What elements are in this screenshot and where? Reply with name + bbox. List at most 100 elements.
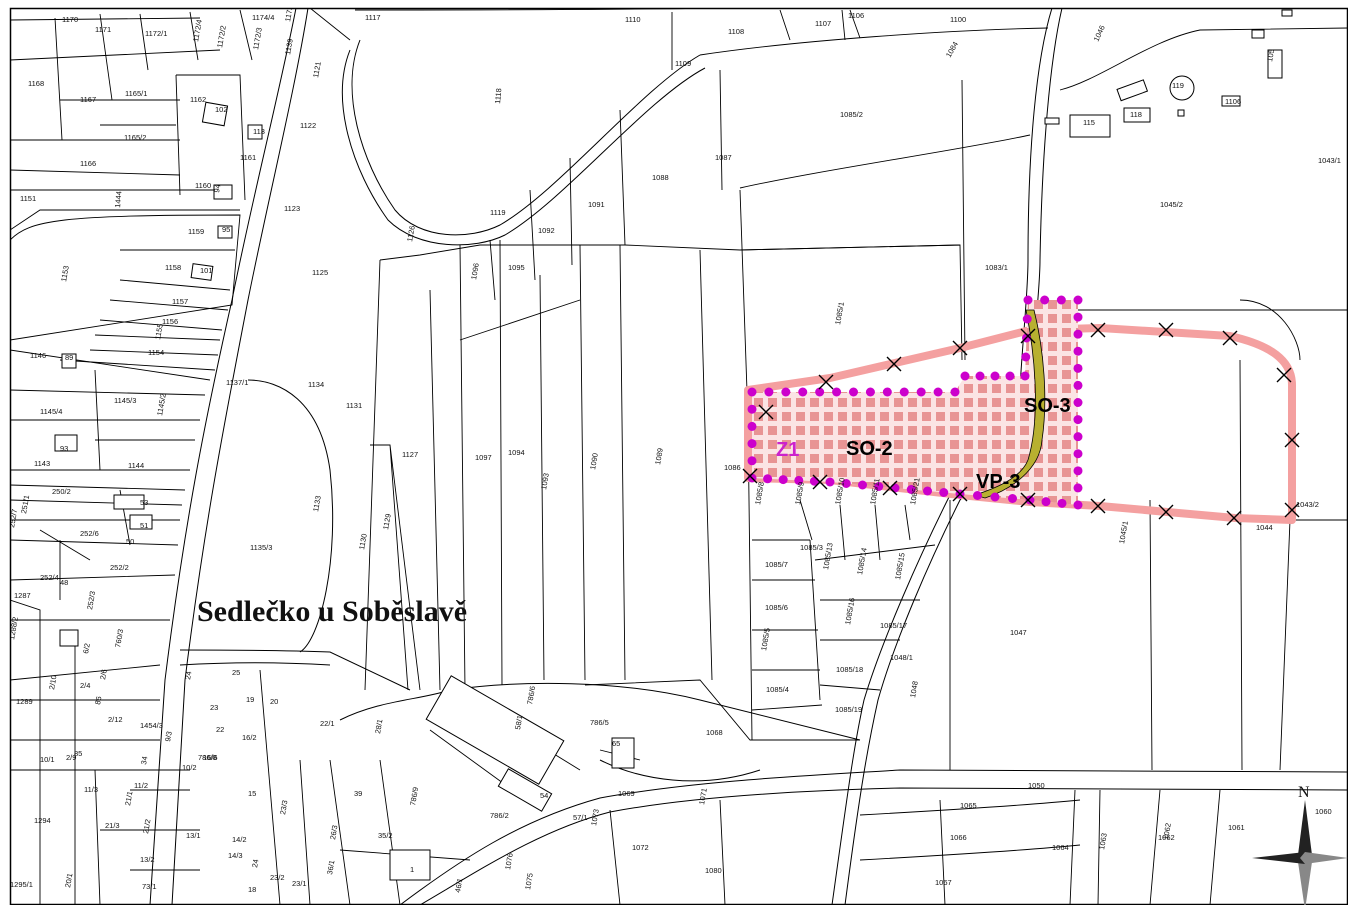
parcel-label: 1084 — [944, 40, 960, 59]
boundary-dot — [906, 485, 916, 494]
parcel-label: 1062 — [1158, 833, 1175, 842]
parcel-label: 1072 — [632, 843, 649, 852]
hatch-square — [1048, 454, 1057, 463]
parcel-label: 1144 — [128, 461, 144, 470]
parcel-label: 1109 — [675, 59, 691, 68]
hatch-square — [1006, 356, 1015, 365]
boundary-dot — [882, 387, 892, 397]
hatch-square — [1034, 496, 1043, 505]
hatch-square — [824, 300, 833, 309]
hatch-square — [1062, 314, 1071, 323]
cross-marker-icon — [1020, 492, 1036, 508]
boundary-dot — [975, 371, 985, 381]
hatch-square — [1006, 440, 1015, 449]
hatch-square — [964, 426, 973, 435]
north-arrow-needle-icon — [1298, 800, 1312, 862]
hatch-square — [922, 482, 931, 491]
hatch-square — [838, 342, 847, 351]
hatch-square — [796, 398, 805, 407]
parcel-label: 102 — [215, 105, 228, 114]
hatch-square — [838, 412, 847, 421]
parcel-label: 1085/1 — [833, 301, 846, 325]
parcel-label: 51 — [140, 521, 148, 530]
parcel-label: 1100 — [950, 15, 966, 24]
hatch-square — [1076, 356, 1078, 365]
parcel-label: 1080 — [705, 866, 722, 875]
cross-marker-icon — [742, 468, 758, 484]
parcel-label: 1062 — [1161, 822, 1173, 840]
hatch-square — [796, 370, 805, 379]
parcel-label: 13/1 — [186, 831, 201, 840]
hatch-square — [838, 328, 847, 337]
boundary-dot — [1022, 314, 1032, 324]
hatch-square — [754, 314, 763, 323]
parcel-label: 115 — [1083, 118, 1095, 127]
hatch-square — [754, 510, 763, 519]
hatch-square — [964, 510, 973, 519]
hatch-square — [852, 412, 861, 421]
hatch-square — [936, 314, 945, 323]
hatch-square — [950, 300, 959, 309]
parcel-label: 1048/1 — [890, 653, 913, 662]
boundary-dot — [990, 492, 1000, 502]
hatch-square — [978, 384, 987, 393]
parcel-label: 28/1 — [373, 718, 384, 734]
parcel-label: 21/3 — [105, 821, 120, 830]
hatch-square — [866, 454, 875, 463]
parcel-label: 1085/6 — [765, 603, 788, 612]
hatch-square — [992, 440, 1001, 449]
hatch-square — [908, 412, 917, 421]
hatch-square — [754, 356, 763, 365]
parcel-label: 1131 — [346, 401, 362, 410]
hatch-square — [852, 454, 861, 463]
hatch-square — [1006, 426, 1015, 435]
parcel-label: 1130 — [357, 533, 369, 550]
hatch-square — [852, 426, 861, 435]
hatch-square — [1034, 300, 1043, 309]
hatch-square — [866, 328, 875, 337]
parcel-label: 1096 — [469, 262, 481, 280]
boundary-dot — [832, 387, 842, 397]
hatch-square — [950, 314, 959, 323]
hatch-square — [880, 412, 889, 421]
east-arrow-needle-icon — [1300, 852, 1348, 864]
hatch-square — [754, 426, 763, 435]
parcel-label: 1170 — [62, 15, 78, 24]
hatch-square — [768, 412, 777, 421]
hatch-square — [936, 426, 945, 435]
parcel-label: 1085/13 — [821, 542, 835, 570]
boundary-dot — [890, 483, 900, 493]
hatch-square — [992, 398, 1001, 407]
hatch-square — [768, 510, 777, 519]
parcel-label: 252/6 — [80, 529, 99, 538]
parcel-label: 26/3 — [328, 824, 339, 840]
parcel-label: 1145/4 — [40, 407, 62, 416]
hatch-square — [1062, 300, 1071, 309]
parcel-label: 1043/1 — [1318, 156, 1341, 165]
parcel-label: 1171 — [95, 25, 111, 34]
parcel-label: 23 — [210, 703, 218, 712]
hatch-square — [1020, 426, 1029, 435]
parcel-label: 16/2 — [242, 733, 257, 742]
boundary-dot — [1073, 466, 1083, 476]
hatch-square — [950, 468, 959, 477]
hatch-square — [782, 412, 791, 421]
parcel-label: 1172/2 — [215, 25, 228, 49]
hatch-square — [810, 454, 819, 463]
hatch-square — [1048, 412, 1057, 421]
parcel-label: 1085/14 — [855, 547, 869, 575]
hatch-square — [1062, 440, 1071, 449]
hatch-square — [1062, 384, 1071, 393]
parcel-label: 53 — [140, 498, 148, 507]
hatch-square — [950, 426, 959, 435]
hatch-square — [894, 300, 903, 309]
hatch-square — [908, 342, 917, 351]
west-arrow-needle-icon — [1252, 852, 1310, 864]
hatch-square — [894, 496, 903, 505]
parcel-label: 1454/3 — [140, 721, 163, 730]
parcel-label: 113 — [253, 127, 265, 136]
hatch-square — [866, 356, 875, 365]
hatch-square — [768, 314, 777, 323]
hatch-square — [1048, 370, 1057, 379]
hatch-square — [936, 482, 945, 491]
